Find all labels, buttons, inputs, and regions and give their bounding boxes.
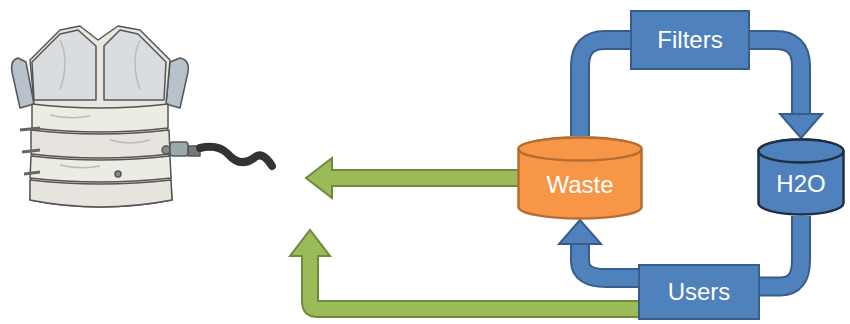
process-box: Filters bbox=[630, 10, 750, 70]
arrow-head bbox=[780, 114, 822, 138]
flow-connector bbox=[750, 40, 822, 138]
flow-connector bbox=[760, 216, 801, 286]
green-arrow bbox=[306, 158, 520, 198]
vest-drawing bbox=[12, 26, 272, 207]
storage-cylinder: H2O bbox=[757, 138, 845, 216]
node-label: H2O bbox=[776, 171, 825, 197]
green-arrows bbox=[290, 158, 640, 317]
arrow-head bbox=[559, 220, 601, 244]
flow-connector bbox=[580, 40, 630, 136]
node-label: Filters bbox=[657, 27, 722, 53]
process-box: Users bbox=[638, 264, 760, 320]
node-label: Users bbox=[668, 279, 731, 305]
flow-connector bbox=[559, 220, 638, 278]
node-label: Waste bbox=[546, 172, 613, 198]
storage-cylinder: Waste bbox=[517, 136, 643, 220]
